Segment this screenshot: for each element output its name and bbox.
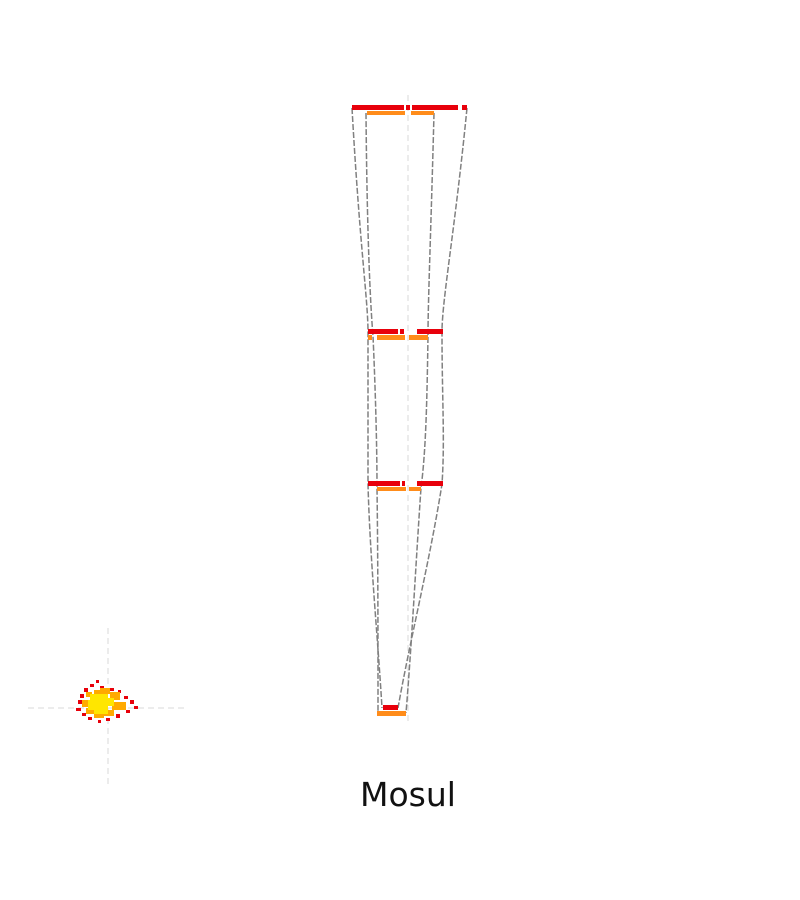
heat-marker-core	[88, 694, 114, 714]
level-3-inner-bar	[409, 487, 421, 491]
level-2-outer-bar	[417, 329, 443, 334]
level-3	[368, 481, 443, 491]
connector-inner-left	[365, 112, 379, 714]
heat-marker-edge	[76, 680, 138, 723]
level-3-outer-bar	[402, 481, 405, 486]
level-3-outer-bar	[417, 481, 443, 486]
connector-outer-right	[397, 107, 468, 709]
level-4-outer-bar	[383, 705, 398, 710]
connector-outer-left	[351, 107, 383, 709]
level-1	[352, 105, 467, 115]
level-4	[377, 705, 406, 716]
level-2-outer-bar	[368, 329, 398, 334]
level-3-outer-bar	[368, 481, 400, 486]
level-2-inner-bar	[377, 335, 405, 340]
level-3-inner-bar	[377, 487, 406, 491]
level-4-inner-bar	[377, 711, 406, 716]
level-1-outer-bar	[406, 105, 410, 110]
level-1-inner-bar	[367, 111, 405, 115]
level-2-inner-bar	[368, 335, 372, 340]
connector-curves	[351, 107, 468, 714]
level-1-inner-bar	[411, 111, 434, 115]
level-2	[368, 329, 443, 340]
guide-lines	[28, 95, 409, 788]
heat-marker-mid	[82, 688, 126, 718]
level-2-inner-bar	[409, 335, 428, 340]
heat-marker	[76, 680, 138, 723]
location-label: Mosul	[360, 775, 456, 814]
level-1-outer-bar	[462, 105, 467, 110]
level-2-outer-bar	[400, 329, 404, 334]
connector-inner-right	[405, 112, 435, 714]
level-1-outer-bar	[412, 105, 458, 110]
level-1-outer-bar	[352, 105, 404, 110]
